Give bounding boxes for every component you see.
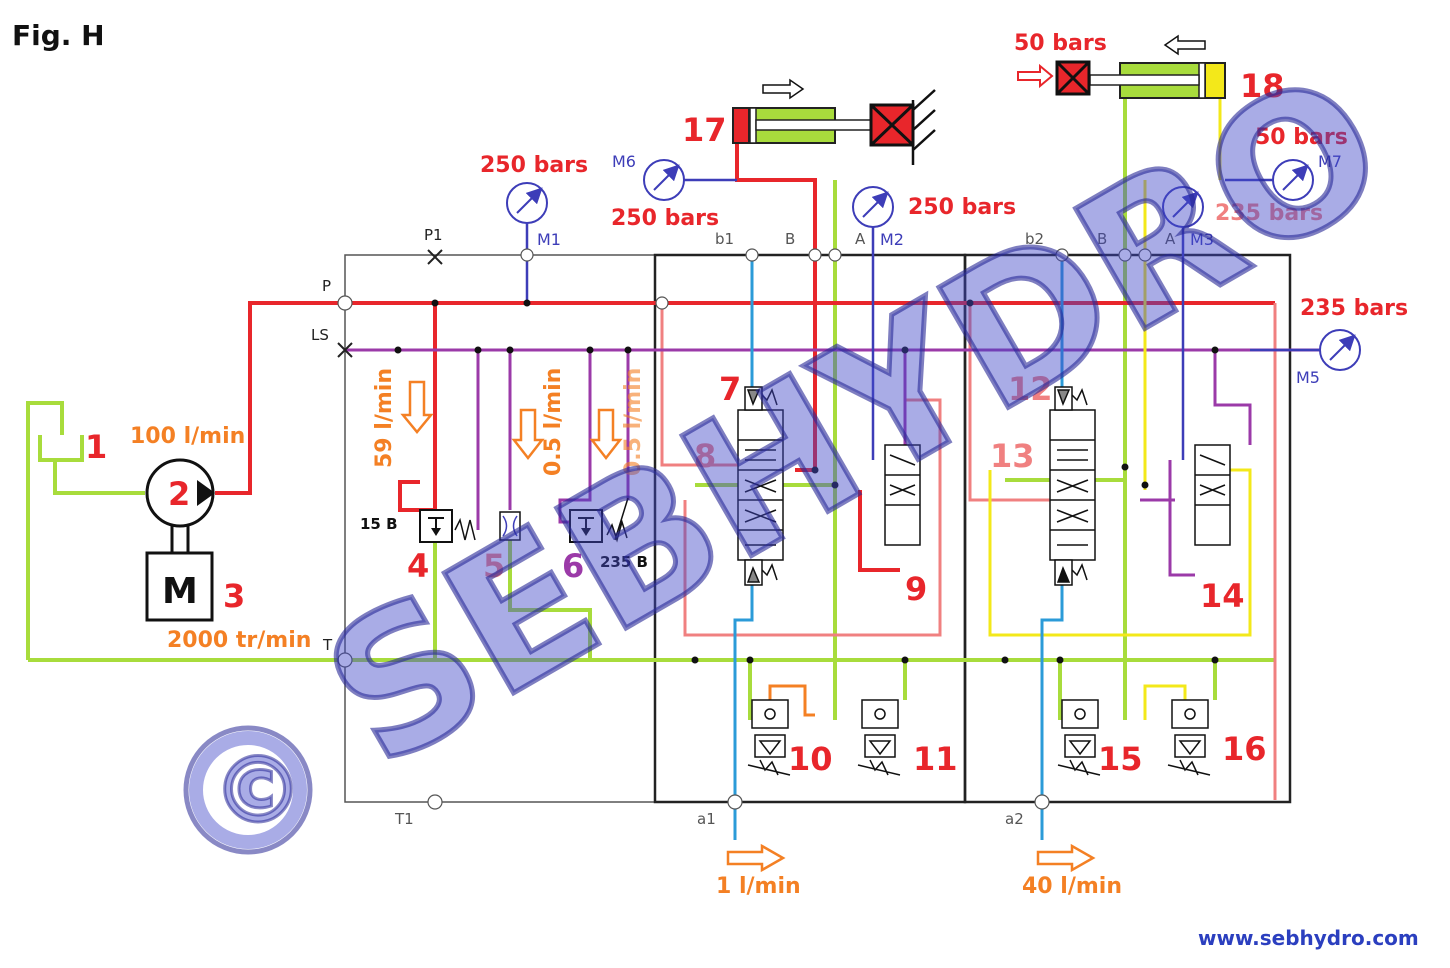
port-t1: T1 (394, 810, 414, 828)
junction-dots (394, 299, 1219, 664)
label-3: 3 (223, 577, 245, 615)
port-circles (337, 248, 1152, 810)
label-1: 1 (85, 428, 107, 466)
label-7: 7 (719, 370, 741, 408)
label-8: 8 (694, 437, 716, 475)
pink-lines (660, 303, 1277, 800)
valve-4 (419, 509, 476, 543)
figure-title: Fig. H (12, 19, 105, 52)
compensator-9 (884, 444, 921, 546)
port-a-block1: A (855, 230, 866, 248)
website-link[interactable]: www.sebhydro.com (1198, 926, 1419, 950)
pilot-lines-cyan (733, 255, 1064, 840)
gauge-icons (506, 159, 1361, 371)
motor-3 (145, 551, 214, 622)
flow-4: 59 l/min (372, 368, 397, 468)
plug-crosses (337, 249, 443, 358)
relief-6: 235 B (600, 553, 648, 571)
port-b2: b2 (1025, 230, 1044, 248)
valve-6 (569, 497, 629, 543)
gauge-m3: M3 (1190, 230, 1214, 249)
m6-pressure: 250 bars (611, 206, 719, 231)
port-valves (747, 699, 1211, 776)
gauge-m5: M5 (1296, 368, 1320, 387)
label-5: 5 (483, 547, 505, 585)
label-17: 17 (682, 111, 727, 149)
label-11: 11 (913, 740, 958, 778)
label-16: 16 (1222, 730, 1267, 768)
label-14: 14 (1200, 577, 1245, 615)
m2-pressure: 250 bars (908, 195, 1016, 220)
port-a-block2: A (1165, 230, 1176, 248)
compensator-14 (1194, 444, 1231, 546)
label-4: 4 (407, 547, 429, 585)
gauge-m1: M1 (537, 230, 561, 249)
yellow-lines (988, 92, 1252, 720)
label-18: 18 (1240, 67, 1285, 105)
port-t: T (322, 636, 333, 654)
flow-a1: 1 l/min (716, 874, 801, 899)
watermark: SEBHYDRO © (183, 28, 1421, 855)
flow-6: 0.5 l/min (621, 368, 646, 476)
m1-pressure: 250 bars (480, 153, 588, 178)
label-12: 12 (1008, 370, 1053, 408)
watermark-copyright: © (212, 737, 304, 844)
port-b-block2: B (1097, 230, 1107, 248)
orange-lines (768, 684, 815, 717)
label-6: 6 (562, 547, 584, 585)
pump-flow: 100 l/min (130, 424, 245, 449)
port-p: P (322, 277, 331, 295)
return-lines-green (26, 90, 1275, 720)
gauge-m6: M6 (612, 152, 636, 171)
cylinder-17 (732, 78, 936, 165)
flow-5: 0.5 l/min (541, 368, 566, 476)
port-p1: P1 (424, 226, 443, 244)
spring-4: 15 B (360, 515, 398, 533)
coupling (170, 526, 190, 553)
gauge-m2: M2 (880, 230, 904, 249)
label-10: 10 (788, 740, 833, 778)
port-ls: LS (311, 326, 329, 344)
flow-arrows (400, 380, 1096, 873)
directional-valve-12 (1049, 386, 1096, 586)
label-2: 2 (168, 475, 190, 513)
motor-letter: M (162, 571, 198, 612)
port-a1: a1 (697, 810, 716, 828)
gauge-m7: M7 (1318, 152, 1342, 171)
port-b-block1: B (785, 230, 795, 248)
directional-valve-7 (737, 386, 784, 586)
label-13: 13 (990, 437, 1035, 475)
label-9: 9 (905, 570, 927, 608)
m5-pressure: 235 bars (1300, 296, 1408, 321)
valve-5 (499, 511, 521, 541)
cylinder-18 (1017, 34, 1226, 99)
cyl18-load: 50 bars (1014, 31, 1107, 56)
m7-pressure: 50 bars (1255, 125, 1348, 150)
label-15: 15 (1098, 740, 1143, 778)
tank-1 (38, 435, 84, 462)
port-a2: a2 (1005, 810, 1024, 828)
m3-pressure: 235 bars (1215, 201, 1323, 226)
flow-a2: 40 l/min (1022, 874, 1122, 899)
port-b1: b1 (715, 230, 734, 248)
pump-2 (145, 458, 215, 528)
motor-speed: 2000 tr/min (167, 628, 311, 653)
